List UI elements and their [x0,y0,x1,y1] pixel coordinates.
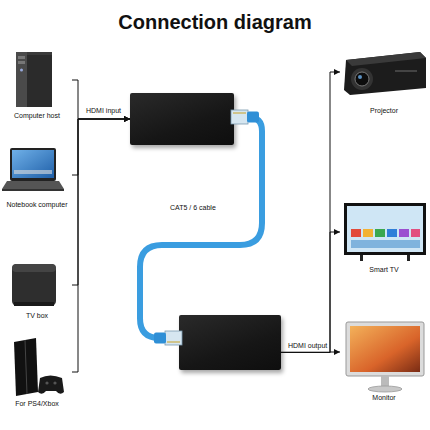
console-illustration [14,338,64,396]
device-label: Notebook computer [6,201,67,211]
hdmi-connector [281,232,340,352]
device-label: Projector [370,107,398,117]
hdmi-connector [281,352,340,353]
network-cable [140,117,262,338]
transmitter-box [130,93,234,145]
hdmi-connector [281,72,340,352]
connector-label: CAT5 / 6 cable [170,204,216,211]
connector-label: HDMI output [288,342,327,349]
device-label: Computer host [14,112,60,122]
device-label: For PS4/Xbox [15,400,59,410]
computer-tower [16,52,52,107]
hdmi-connector [72,119,130,372]
smart-tv-illustration [344,203,426,261]
device-label: Monitor [372,394,395,404]
monitor-illustration [346,322,424,392]
source-device: TV box [2,258,72,322]
rj45-plug [154,331,182,345]
source-device: Notebook computer [2,145,72,211]
connector-label: HDMI input [86,107,121,114]
device-label: Smart TV [369,266,398,276]
hdmi-connector [72,80,130,119]
display-device: Smart TV [340,198,428,276]
display-device: Projector [340,45,428,117]
diagram-title: Connection diagram [0,11,430,34]
notebook-illustration [2,148,64,191]
rj45-plug [231,110,259,124]
device-label: TV box [26,312,48,322]
projector-illustration [344,52,426,95]
hdmi-connector [72,119,130,285]
source-device: For PS4/Xbox [2,338,72,410]
display-device: Monitor [340,318,428,404]
hdmi-connector [72,119,130,175]
receiver-box [179,315,281,370]
source-device: Computer host [2,50,72,122]
tv-box-illustration [12,264,56,306]
